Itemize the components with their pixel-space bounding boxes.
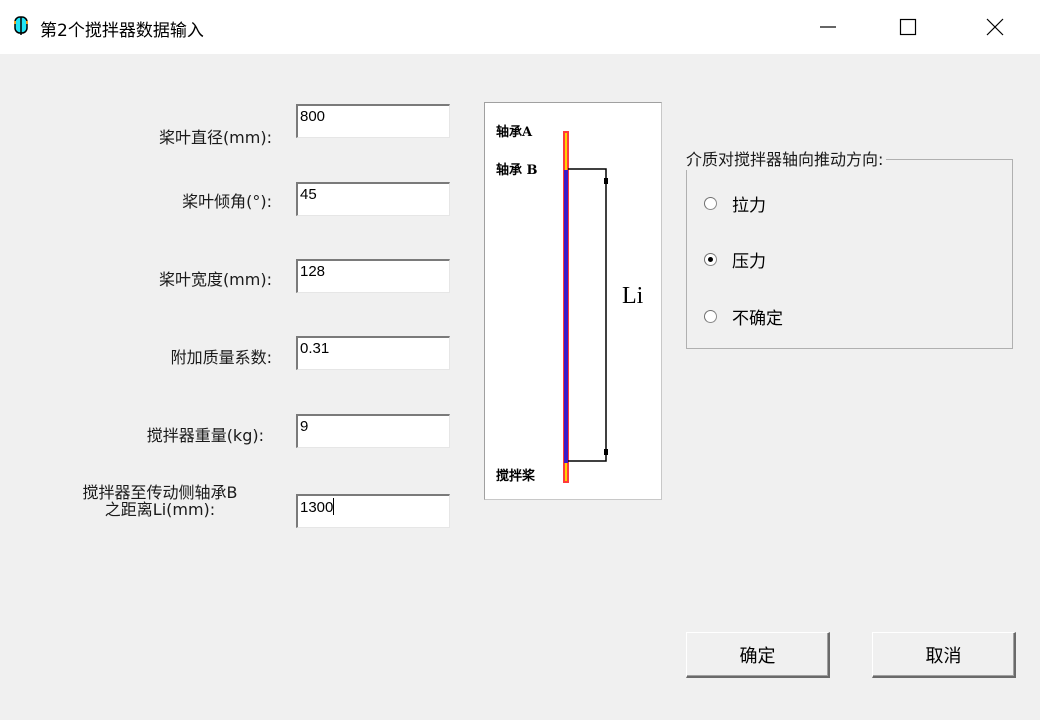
blade-angle-input[interactable]: 45 [296, 182, 450, 216]
shaft-diagram: 轴承A 轴承 B 搅拌桨 Li [484, 102, 662, 500]
radio-unchecked-icon[interactable] [704, 310, 717, 323]
maximize-icon [899, 18, 917, 36]
bearing-b-label: 轴承 B [496, 163, 538, 178]
stirrer-label: 搅拌桨 [496, 469, 536, 484]
stirrer-weight-label: 搅拌器重量(kg): [146, 426, 264, 445]
distance-li-input[interactable]: 1300 [296, 494, 450, 528]
title-bar: 第2个搅拌器数据输入 [0, 0, 1040, 54]
blade-diameter-label: 桨叶直径(mm): [158, 128, 272, 147]
radio-unchecked-icon[interactable] [704, 197, 717, 210]
distance-li-label-line1: 搅拌器至传动侧轴承B [82, 483, 238, 502]
added-mass-coefficient-input[interactable]: 0.31 [296, 336, 450, 370]
bearing-a-label: 轴承A [496, 125, 533, 140]
distance-li-symbol: Li [622, 283, 644, 309]
added-mass-coefficient-label: 附加质量系数: [170, 348, 272, 367]
blade-width-input[interactable]: 128 [296, 259, 450, 293]
distance-li-value: 1300 [300, 499, 334, 516]
radio-uncertain[interactable]: 不确定 [704, 304, 783, 329]
distance-li-label-line2: 之距离Li(mm): [104, 500, 216, 519]
stirrer-weight-input[interactable]: 9 [296, 414, 450, 448]
blade-width-label: 桨叶宽度(mm): [158, 270, 272, 289]
minimize-button[interactable] [798, 0, 858, 54]
blade-diameter-input[interactable]: 800 [296, 104, 450, 138]
radio-uncertain-label: 不确定 [732, 309, 783, 329]
text-caret [333, 498, 335, 515]
radio-pull[interactable]: 拉力 [704, 191, 766, 216]
ok-button[interactable]: 确定 [686, 632, 830, 678]
shaft-drawing [563, 131, 608, 483]
thrust-direction-title: 介质对搅拌器轴向推动方向: [684, 146, 887, 170]
close-icon [986, 18, 1004, 36]
cancel-button[interactable]: 取消 [872, 632, 1016, 678]
radio-checked-icon[interactable] [704, 253, 717, 266]
maximize-button[interactable] [878, 0, 938, 54]
close-button[interactable] [965, 0, 1025, 54]
app-stirrer-icon [14, 16, 28, 35]
radio-push-label: 压力 [732, 252, 766, 272]
blade-angle-label: 桨叶倾角(°): [182, 192, 272, 211]
radio-push[interactable]: 压力 [704, 247, 766, 272]
minimize-icon [820, 26, 836, 28]
window-title: 第2个搅拌器数据输入 [40, 21, 204, 41]
distance-li-label: 搅拌器至传动侧轴承B 之距离Li(mm): [44, 484, 276, 518]
radio-pull-label: 拉力 [732, 196, 766, 216]
